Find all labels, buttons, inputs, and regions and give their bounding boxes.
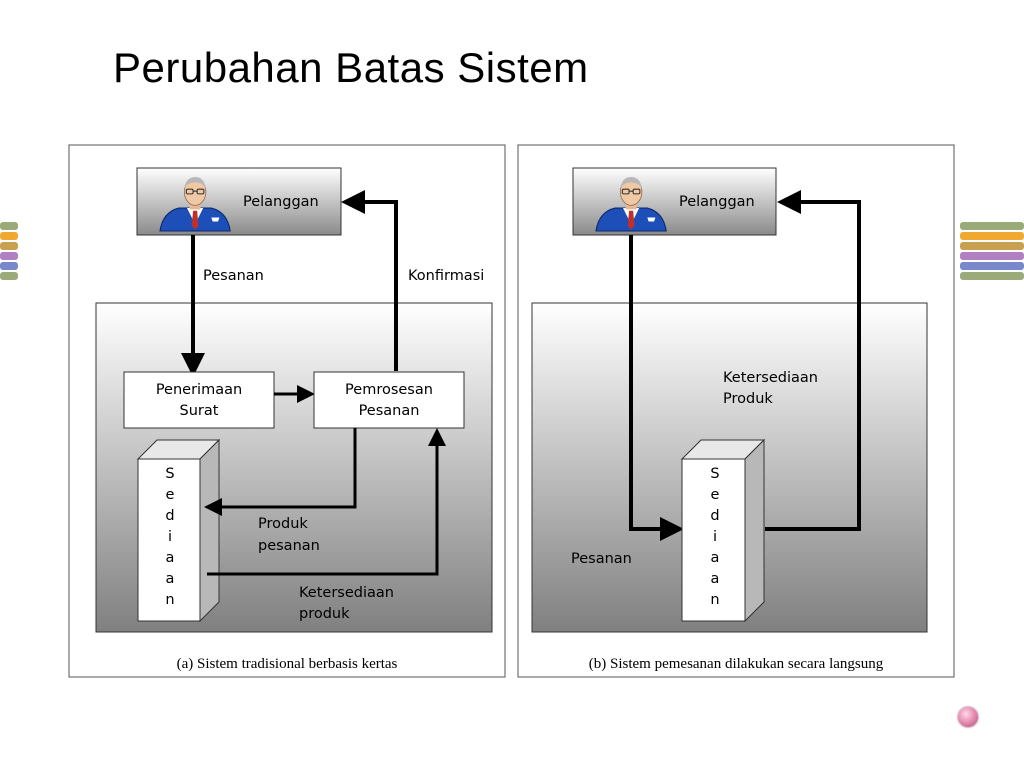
- panel-b-inventory-letter: n: [710, 592, 719, 608]
- panel-a-inventory-letter: a: [166, 550, 175, 566]
- decorative-stripes-left: [0, 222, 18, 280]
- panel-a-caption: (a) Sistem tradisional berbasis kertas: [177, 656, 398, 672]
- panel-a: Pelanggan Pesanan Konfirmasi Penerimaan …: [68, 144, 506, 678]
- panel-a-mail-line2: Surat: [180, 403, 219, 419]
- panel-a-confirm-arrow: [341, 190, 398, 371]
- panel-b-availability-line1: Ketersediaan: [723, 370, 818, 386]
- panel-b: Pelanggan Pesanan Ketersediaan Produk S …: [517, 144, 955, 678]
- panel-b-inventory-letter: d: [710, 508, 719, 524]
- panel-b-availability-line2: Produk: [723, 391, 773, 407]
- page-title: Perubahan Batas Sistem: [113, 44, 589, 91]
- panel-a-inventory-letter: i: [168, 529, 172, 545]
- panel-a-customer-label: Pelanggan: [243, 194, 319, 210]
- panel-a-availability-arrow: [207, 428, 446, 576]
- panel-a-confirm-label: Konfirmasi: [408, 268, 484, 284]
- panel-a-inventory-letter: d: [165, 508, 174, 524]
- panel-b-inventory-letter: S: [710, 466, 719, 482]
- panel-a-process-line1: Pemrosesan: [345, 382, 433, 398]
- panel-a-availability-line2: produk: [299, 606, 350, 622]
- next-slide-button[interactable]: [958, 707, 978, 727]
- panel-a-inventory-block: S e d i a a n: [136, 438, 221, 623]
- panel-a-product-line1: Produk: [258, 516, 308, 532]
- panel-b-inventory-block: S e d i a a n: [680, 438, 766, 623]
- panel-a-inventory-letter: e: [166, 487, 175, 503]
- panel-a-inventory-letter: a: [166, 571, 175, 587]
- panel-b-caption: (b) Sistem pemesanan dilakukan secara la…: [589, 656, 884, 672]
- decorative-stripes-right: [960, 222, 1024, 280]
- panel-a-process-line2: Pesanan: [359, 403, 420, 419]
- panel-b-customer-label: Pelanggan: [679, 194, 755, 210]
- panel-a-product-arrow: [204, 428, 357, 516]
- panel-a-order-label: Pesanan: [203, 268, 264, 284]
- panel-a-availability-line1: Ketersediaan: [299, 585, 394, 601]
- panel-b-inventory-letter: i: [713, 529, 717, 545]
- panel-b-order-label: Pesanan: [571, 551, 632, 567]
- panel-b-availability-arrow: [765, 190, 861, 531]
- panel-a-inventory-letter: S: [165, 466, 174, 482]
- panel-a-product-line2: pesanan: [258, 538, 320, 554]
- panel-a-inventory-letter: n: [165, 592, 174, 608]
- panel-a-mail-receiving-box: [123, 371, 275, 429]
- panel-b-order-arrow: [629, 235, 684, 541]
- panel-a-order-processing-box: [313, 371, 465, 429]
- panel-b-inventory-letter: a: [711, 550, 720, 566]
- panel-b-inventory-letter: e: [711, 487, 720, 503]
- panel-a-mail-line1: Penerimaan: [156, 382, 242, 398]
- panel-b-inventory-letter: a: [711, 571, 720, 587]
